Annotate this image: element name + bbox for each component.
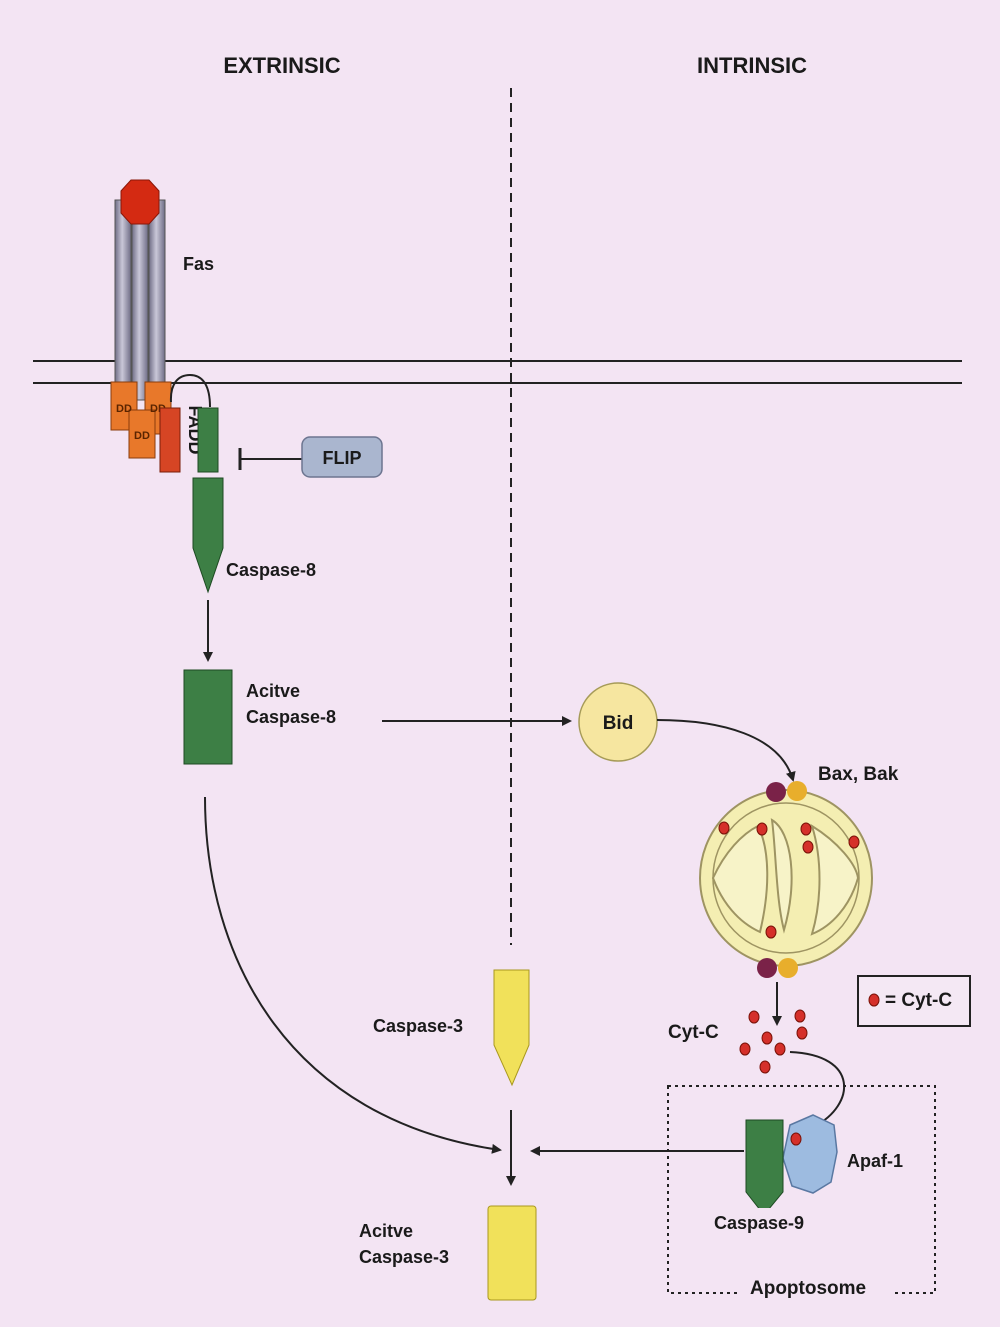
cyt-c-dot — [740, 1043, 750, 1055]
bid-label: Bid — [603, 713, 634, 734]
cyt-c-dot — [849, 836, 859, 848]
cyt-c-bound-dot — [791, 1133, 801, 1145]
caspase-8-shape — [193, 478, 223, 592]
cyt-c-dot — [762, 1032, 772, 1044]
extrinsic-header: EXTRINSIC — [223, 53, 340, 78]
active-caspase-3-box — [488, 1206, 536, 1300]
cyt-c-dot — [757, 823, 767, 835]
cyt-c-label: Cyt-C — [668, 1022, 719, 1043]
active-caspase-8-box — [184, 670, 232, 764]
cyt-c-dot — [803, 841, 813, 853]
apaf-1-shape — [783, 1115, 837, 1193]
active-caspase-3-label-line2: Caspase-3 — [359, 1247, 449, 1267]
cyt-c-dot — [719, 822, 729, 834]
caspase-8-label: Caspase-8 — [226, 560, 316, 580]
fas-stalk-2 — [132, 200, 148, 400]
intrinsic-header: INTRINSIC — [697, 53, 807, 78]
active-caspase-3-label-line1: Acitve — [359, 1221, 413, 1241]
fadd-link-arc — [171, 375, 210, 407]
fas-receptor — [115, 180, 165, 400]
active-caspase-8-label-line1: Acitve — [246, 681, 300, 701]
fas-label: Fas — [183, 254, 214, 274]
procaspase-8-prodomain — [198, 408, 218, 472]
cyt-c-dot — [749, 1011, 759, 1023]
caspase-3-label: Caspase-3 — [373, 1016, 463, 1036]
fadd-adaptor — [160, 408, 180, 472]
flip-label: FLIP — [323, 448, 362, 468]
cyt-c-dot — [795, 1010, 805, 1022]
caspase-3-shape — [494, 970, 529, 1085]
fas-stalk-3 — [149, 200, 165, 400]
released-cytochrome-c — [740, 1010, 807, 1073]
apoptosome-label: Apoptosome — [750, 1278, 866, 1299]
mitochondrion — [700, 790, 872, 966]
bax-pore-bottom — [757, 958, 777, 978]
fas-stalk-1 — [115, 200, 131, 400]
bax-pore-top — [766, 782, 786, 802]
caspase-9-shape — [746, 1120, 783, 1215]
arrow-cyt-c-to-apaf1 — [790, 1052, 844, 1126]
cyt-c-dot — [775, 1043, 785, 1055]
cyt-c-dot — [797, 1027, 807, 1039]
cyt-c-dot — [801, 823, 811, 835]
cyt-c-dot — [760, 1061, 770, 1073]
arrow-bid-to-mitochondrion — [657, 720, 793, 780]
arrow-caspase8-to-caspase3 — [205, 797, 500, 1150]
apaf-1-label: Apaf-1 — [847, 1151, 903, 1171]
bax-bak-label: Bax, Bak — [818, 764, 899, 785]
cyt-c-legend-label: = Cyt-C — [885, 990, 952, 1011]
cyt-c-dot — [766, 926, 776, 938]
bak-pore-bottom — [778, 958, 798, 978]
dd-label-1: DD — [116, 403, 132, 415]
caspase-9-label: Caspase-9 — [714, 1213, 804, 1233]
bak-pore-top — [787, 781, 807, 801]
dd-label-3: DD — [134, 430, 150, 442]
fas-ligand-cap — [121, 180, 159, 224]
cyt-c-legend-dot — [869, 994, 879, 1006]
active-caspase-8-label-line2: Caspase-8 — [246, 707, 336, 727]
